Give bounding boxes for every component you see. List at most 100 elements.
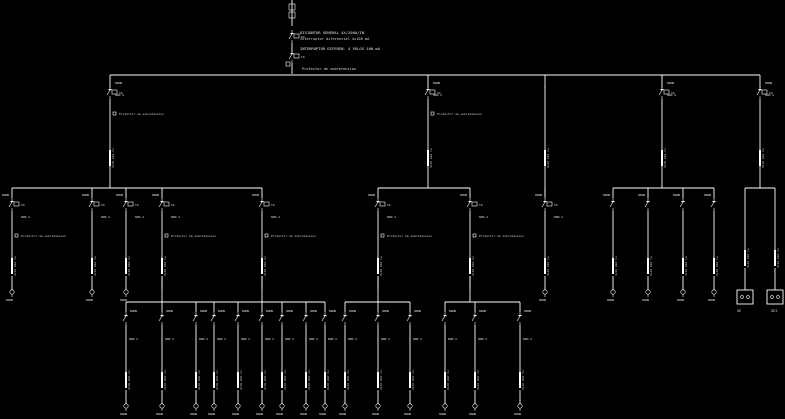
circuit-1-contact [10, 201, 14, 203]
final-14-load-caption: NNNN [469, 412, 476, 416]
circuit-6-rating: NNN A [387, 215, 396, 219]
final-3-tag: NNNN [200, 309, 207, 313]
circuit-7-contact [468, 201, 472, 203]
incomer-meter-2 [288, 11, 296, 19]
circuit-11-tag: NNNN [673, 193, 680, 197]
circuit-3-blade [122, 201, 127, 208]
feeder-2-spd-label: Protector de sobretension [437, 112, 482, 116]
circuit-10-load-caption: NNNN [642, 298, 649, 302]
final-12-load-caption: NNNN [404, 412, 411, 416]
final-1-strip [125, 372, 127, 388]
circuit-1-rcd-box [13, 201, 20, 207]
socket-box-1 [736, 289, 754, 305]
circuit-4-tag: NNNN [152, 193, 159, 197]
circuit-3-strip [125, 258, 127, 274]
circuit-1-blade [8, 201, 13, 208]
final-10-load-caption: NNNN [339, 412, 346, 416]
main-breaker-contact [290, 33, 294, 35]
feeder-2-cable-text: 4x16 mm2 Cu [429, 148, 433, 168]
final-3-cable-text: 4x16 mm2 Cu [197, 370, 201, 390]
circuit-12-strip [713, 258, 715, 274]
final-6-cable-text: 4x16 mm2 Cu [263, 370, 267, 390]
circuit-5-spd [264, 233, 269, 238]
final-3-strip [195, 372, 197, 388]
circuit-4-spd-label: Protector de sobretension [171, 234, 216, 238]
circuit-12-load [711, 289, 717, 295]
feeder-2-strip [427, 150, 429, 166]
final-11-strip [377, 372, 379, 388]
feeder-5-tag: NNNN [765, 81, 772, 85]
feeder-2-tag: NNNN [433, 81, 440, 85]
final-9-contact [323, 315, 327, 317]
circuit-1-spd-label: Protector de sobretension [21, 234, 66, 238]
circuit-5-spd-label: Protector de sobretension [271, 234, 316, 238]
circuit-10-load [645, 289, 651, 295]
final-13-strip [444, 372, 446, 388]
feeder-5-rcd-text: ID [769, 91, 773, 95]
feeder-1-contact [108, 89, 112, 91]
circuit-7-cable-text: 4x16 mm2 Cu [471, 256, 475, 276]
final-6-strip [261, 372, 263, 388]
main-rcd-blade [288, 53, 293, 60]
circuit-8-cable-text: 4x16 mm2 Cu [546, 256, 550, 276]
circuit-4-spd [164, 233, 169, 238]
feeder-4-rcd-text: ID [671, 91, 675, 95]
final-11-tag: NNNN [382, 309, 389, 313]
circuit-9-strip [612, 258, 614, 274]
circuit-6-tag: NNNN [368, 193, 375, 197]
socket-pin-2b [776, 295, 780, 299]
final-6-contact [260, 315, 264, 317]
main-breaker-label: DISJUNTOR GENERAL 4X/200A/IN [300, 30, 365, 35]
feeder-5-rating: NNN A [765, 93, 774, 97]
circuit-2-rating: NNN A [101, 215, 110, 219]
feeder-1-strip [109, 150, 111, 166]
circuit-9-load [610, 289, 616, 295]
final-11-cable-text: 4x16 mm2 Cu [379, 370, 383, 390]
final-15-tag: NNNN [524, 309, 531, 313]
circuit-8-blade [541, 201, 546, 208]
feeder-4-blade [658, 89, 663, 96]
circuit-8-rcd-text: ID [554, 203, 558, 207]
final-5-strip [237, 372, 239, 388]
circuit-6-blade [374, 201, 379, 208]
circuit-3-cable-text: 4x16 mm2 Cu [127, 256, 131, 276]
final-6-blade [258, 315, 263, 322]
final-6-load-caption: NNNN [256, 412, 263, 416]
circuit-6-rcd-text: ID [387, 203, 391, 207]
circuit-12-cable-text: 4x16 mm2 Cu [715, 256, 719, 276]
final-7-tag: NNNN [286, 309, 293, 313]
circuit-11-cable-text: 4x16 mm2 Cu [684, 256, 688, 276]
circuit-8-rcd-box [546, 201, 553, 207]
circuit-9-blade [609, 201, 614, 208]
final-15-load [517, 403, 523, 409]
box-caption-2: GE2 [771, 309, 778, 313]
circuit-1-tag: NNNN [2, 193, 9, 197]
main-rcd-rcd-text: ID [301, 55, 305, 59]
circuit-5-rating: NNN A [271, 215, 280, 219]
final-14-strip [474, 372, 476, 388]
final-7-blade [278, 315, 283, 322]
final-4-contact [212, 315, 216, 317]
circuit-2-rcd-box [93, 201, 100, 207]
final-14-cable-text: 4x16 mm2 Cu [476, 370, 480, 390]
final-13-contact [443, 315, 447, 317]
final-9-blade [321, 315, 326, 322]
feeder-3-cable-text: 4x16 mm2 Cu [546, 148, 550, 168]
circuit-9-cable-text: 4x16 mm2 Cu [614, 256, 618, 276]
feeder-2-rating: NNN A [433, 93, 442, 97]
final-9-cable-text: 4x16 mm2 Cu [326, 370, 330, 390]
final-11-blade [374, 315, 379, 322]
circuit-12-blade [710, 201, 715, 208]
circuit-4-rcd-text: ID [171, 203, 175, 207]
circuit-4-cable-text: 4x16 mm2 Cu [163, 256, 167, 276]
circuit-1-cable-text: 4x16 mm2 Cu [13, 256, 17, 276]
final-2-blade [158, 315, 163, 322]
circuit-6-spd-label: Protector de sobretension [387, 234, 432, 238]
circuit-13-cable-text: 4x16 mm2 Cu [746, 248, 750, 268]
final-3-blade [192, 315, 197, 322]
final-8-load-caption: NNNN [300, 412, 307, 416]
final-15-contact [518, 315, 522, 317]
circuit-4-strip [161, 258, 163, 274]
circuit-5-contact [260, 201, 264, 203]
